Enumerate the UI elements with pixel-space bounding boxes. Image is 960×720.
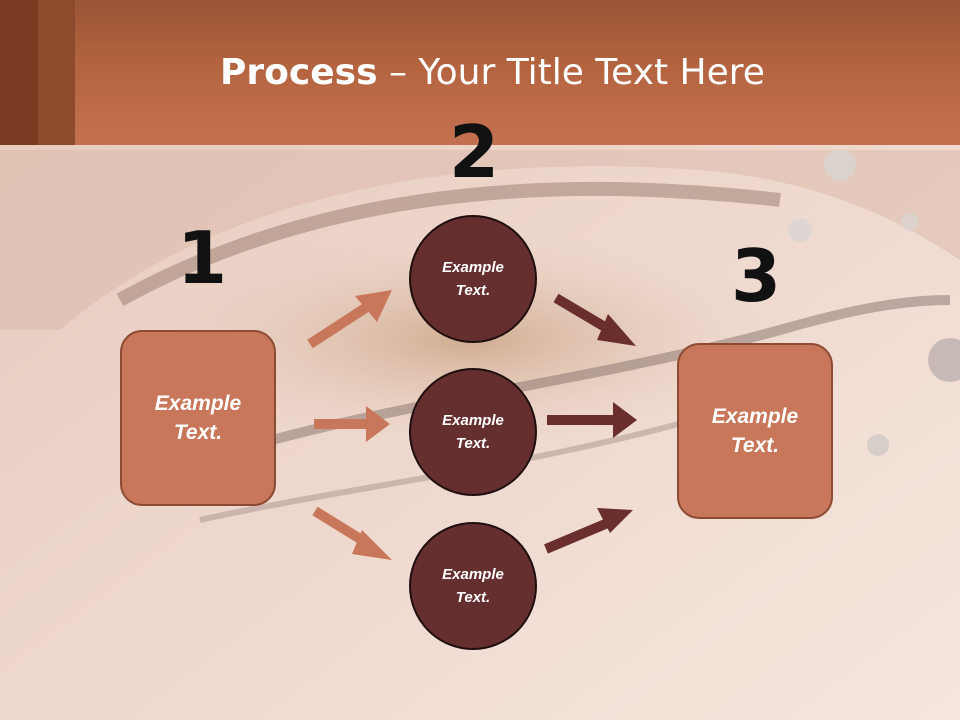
arrow-middle-to-right: [547, 402, 637, 438]
left-box-text: Example Text.: [154, 392, 242, 444]
right-process-box: Example Text.: [677, 343, 833, 519]
arrow-top-to-right: [553, 293, 636, 346]
header-accent-band: [0, 0, 38, 145]
step-number-1: 1: [177, 216, 228, 300]
step-number-3: 3: [731, 234, 782, 318]
right-box-text: Example Text.: [711, 405, 799, 457]
circle-bottom-text: Example Text.: [442, 566, 504, 606]
arrow-left-to-top: [307, 290, 392, 349]
title-rest: – Your Title Text Here: [377, 52, 765, 93]
circle-top-text: Example Text.: [442, 259, 504, 299]
step-number-2: 2: [449, 110, 500, 194]
arrow-left-to-bottom: [312, 506, 392, 560]
circle-middle: Example Text.: [409, 368, 537, 496]
left-process-box: Example Text.: [120, 330, 276, 506]
slide-title: Process – Your Title Text Here: [0, 52, 960, 93]
arrow-left-to-middle: [314, 406, 390, 442]
title-bold: Process: [220, 52, 378, 93]
circle-top: Example Text.: [409, 215, 537, 343]
circle-bottom: Example Text.: [409, 522, 537, 650]
arrow-bottom-to-right: [544, 508, 633, 554]
circle-middle-text: Example Text.: [442, 412, 504, 452]
header-bar: [0, 0, 960, 145]
header-accent-band: [38, 0, 75, 145]
